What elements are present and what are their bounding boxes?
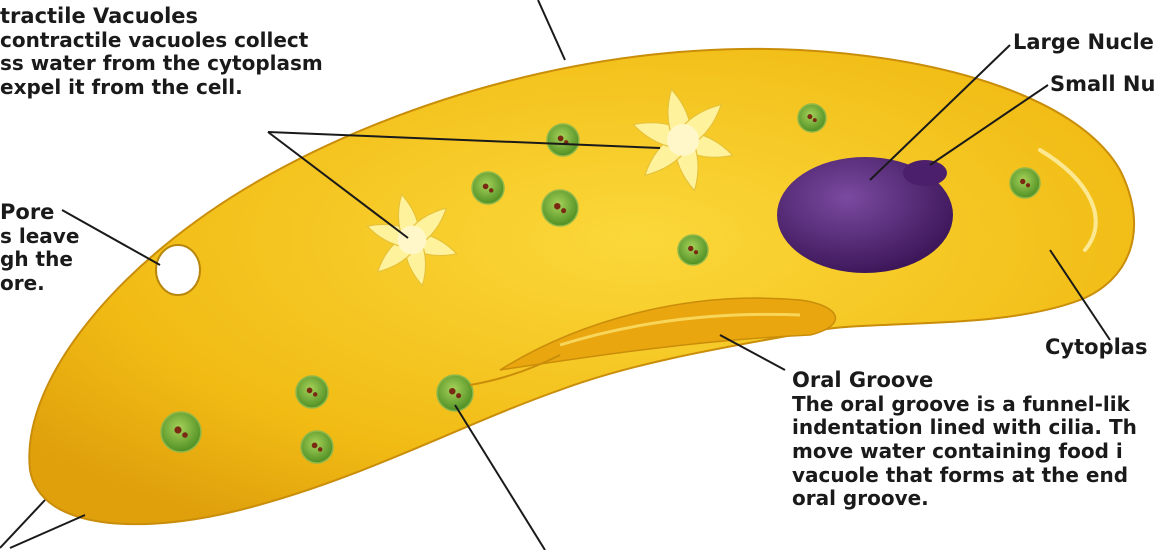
food-vacuole [1010, 168, 1040, 198]
small-nucleus-label: Small Nu [1050, 72, 1155, 97]
contractile-vacuole-center [398, 226, 427, 255]
anal-pore [156, 245, 200, 295]
oral-groove-line-3: move water containing food i [792, 440, 1137, 464]
food-vacuole [301, 431, 333, 463]
contractile-vacuoles-heading: tractile Vacuoles [0, 4, 323, 29]
anal-pore-line-1: s leave [0, 225, 79, 249]
food-vacuole [296, 376, 328, 408]
anal-pore-line-2: gh the [0, 248, 79, 272]
oral-groove-heading: Oral Groove [792, 368, 1137, 393]
contractile-vacuoles-label: tractile Vacuoles contractile vacuoles c… [0, 4, 323, 100]
contractile-vacuoles-line-1: contractile vacuoles collect [0, 29, 323, 53]
anal-pore-heading: Pore [0, 200, 79, 225]
oral-groove-label: Oral Groove The oral groove is a funnel-… [792, 368, 1137, 511]
anal-pore-label: Pore s leave gh the ore. [0, 200, 79, 296]
food-vacuole [542, 190, 578, 226]
small-nucleus [903, 160, 947, 186]
contractile-vacuole-center [667, 124, 699, 156]
food-vacuole [678, 235, 708, 265]
food-vacuole [547, 124, 579, 156]
food-vacuole [472, 172, 504, 204]
food-vacuole [798, 104, 826, 132]
contractile-vacuoles-line-2: ss water from the cytoplasm [0, 52, 323, 76]
oral-groove-line-1: The oral groove is a funnel-lik [792, 393, 1137, 417]
large-nucleus-label: Large Nucle [1013, 30, 1154, 55]
contractile-vacuoles-line-3: expel it from the cell. [0, 76, 323, 100]
food-vacuole [161, 412, 201, 452]
oral-groove-line-5: oral groove. [792, 487, 1137, 511]
cytoplasm-label: Cytoplas [1045, 335, 1147, 360]
oral-groove-line-2: indentation lined with cilia. Th [792, 416, 1137, 440]
anal-pore-line-3: ore. [0, 272, 79, 296]
oral-groove-line-4: vacuole that forms at the end [792, 464, 1137, 488]
